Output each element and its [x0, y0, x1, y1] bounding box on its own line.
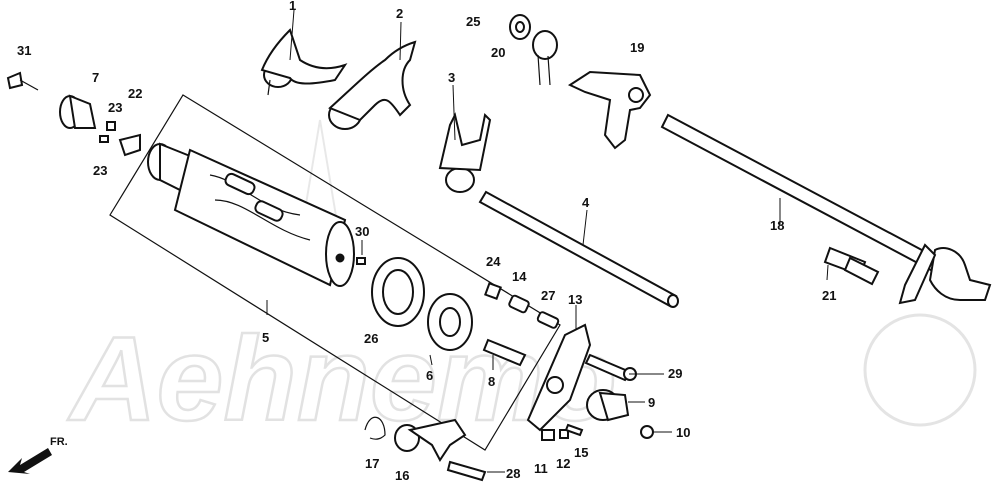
- guide-plate: [526, 323, 592, 432]
- callout-8: 8: [488, 374, 495, 389]
- callout-5: 5: [262, 330, 269, 345]
- leader-lines: [266, 9, 829, 473]
- callout-20: 20: [491, 45, 505, 60]
- bearing: [371, 257, 425, 327]
- callout-26: 26: [364, 331, 378, 346]
- callout-2: 2: [396, 6, 403, 21]
- stopper-bolt: [823, 246, 880, 286]
- shift-fork-2: [328, 40, 417, 130]
- callout-9: 9: [648, 395, 655, 410]
- left-parts: [6, 71, 141, 157]
- callout-17: 17: [365, 456, 379, 471]
- stopper-arm: [567, 70, 652, 150]
- callout-12: 12: [556, 456, 570, 471]
- callout-25: 25: [466, 14, 480, 29]
- gearshift-spindle: [660, 113, 992, 305]
- front-direction-arrow: FR.: [8, 436, 68, 474]
- callout-11: 11: [534, 461, 548, 476]
- small-parts-lower: [541, 423, 584, 441]
- callout-22: 22: [128, 86, 142, 101]
- callout-labels: 1 2 3 4 5 6 7 8 9 10 11 12 13 14 15 16 1…: [17, 0, 836, 483]
- callout-30: 30: [355, 224, 369, 239]
- shift-fork-3: [438, 112, 492, 193]
- callout-10: 10: [676, 425, 690, 440]
- callout-7: 7: [92, 70, 99, 85]
- shift-fork-1: [260, 28, 348, 96]
- callout-13: 13: [568, 292, 582, 307]
- callout-14: 14: [512, 269, 527, 284]
- callout-19: 19: [630, 40, 644, 55]
- small-parts: [356, 257, 560, 367]
- callout-3: 3: [448, 70, 455, 85]
- ratchet-assembly: [364, 416, 487, 482]
- front-arrow-label: FR.: [50, 436, 68, 448]
- callout-31: 31: [17, 43, 31, 58]
- callout-6: 6: [426, 368, 433, 383]
- callout-28: 28: [506, 466, 520, 481]
- callout-1: 1: [289, 0, 296, 13]
- watermark-text: Aehnemo: [67, 312, 617, 446]
- callout-16: 16: [395, 468, 409, 483]
- callout-23a: 23: [108, 100, 122, 115]
- callout-21: 21: [822, 288, 836, 303]
- callout-24: 24: [486, 254, 501, 269]
- shift-drum: [147, 142, 355, 287]
- shift-drum-center: [427, 293, 473, 351]
- shift-arm: [584, 353, 654, 439]
- callout-27: 27: [541, 288, 555, 303]
- spring-and-washer: [509, 14, 558, 86]
- callout-29: 29: [668, 366, 682, 381]
- callout-18: 18: [770, 218, 784, 233]
- assembly-outline: [109, 94, 561, 451]
- fork-shaft: [478, 190, 679, 308]
- callout-4: 4: [582, 195, 590, 210]
- callout-15: 15: [574, 445, 588, 460]
- callout-23b: 23: [93, 163, 107, 178]
